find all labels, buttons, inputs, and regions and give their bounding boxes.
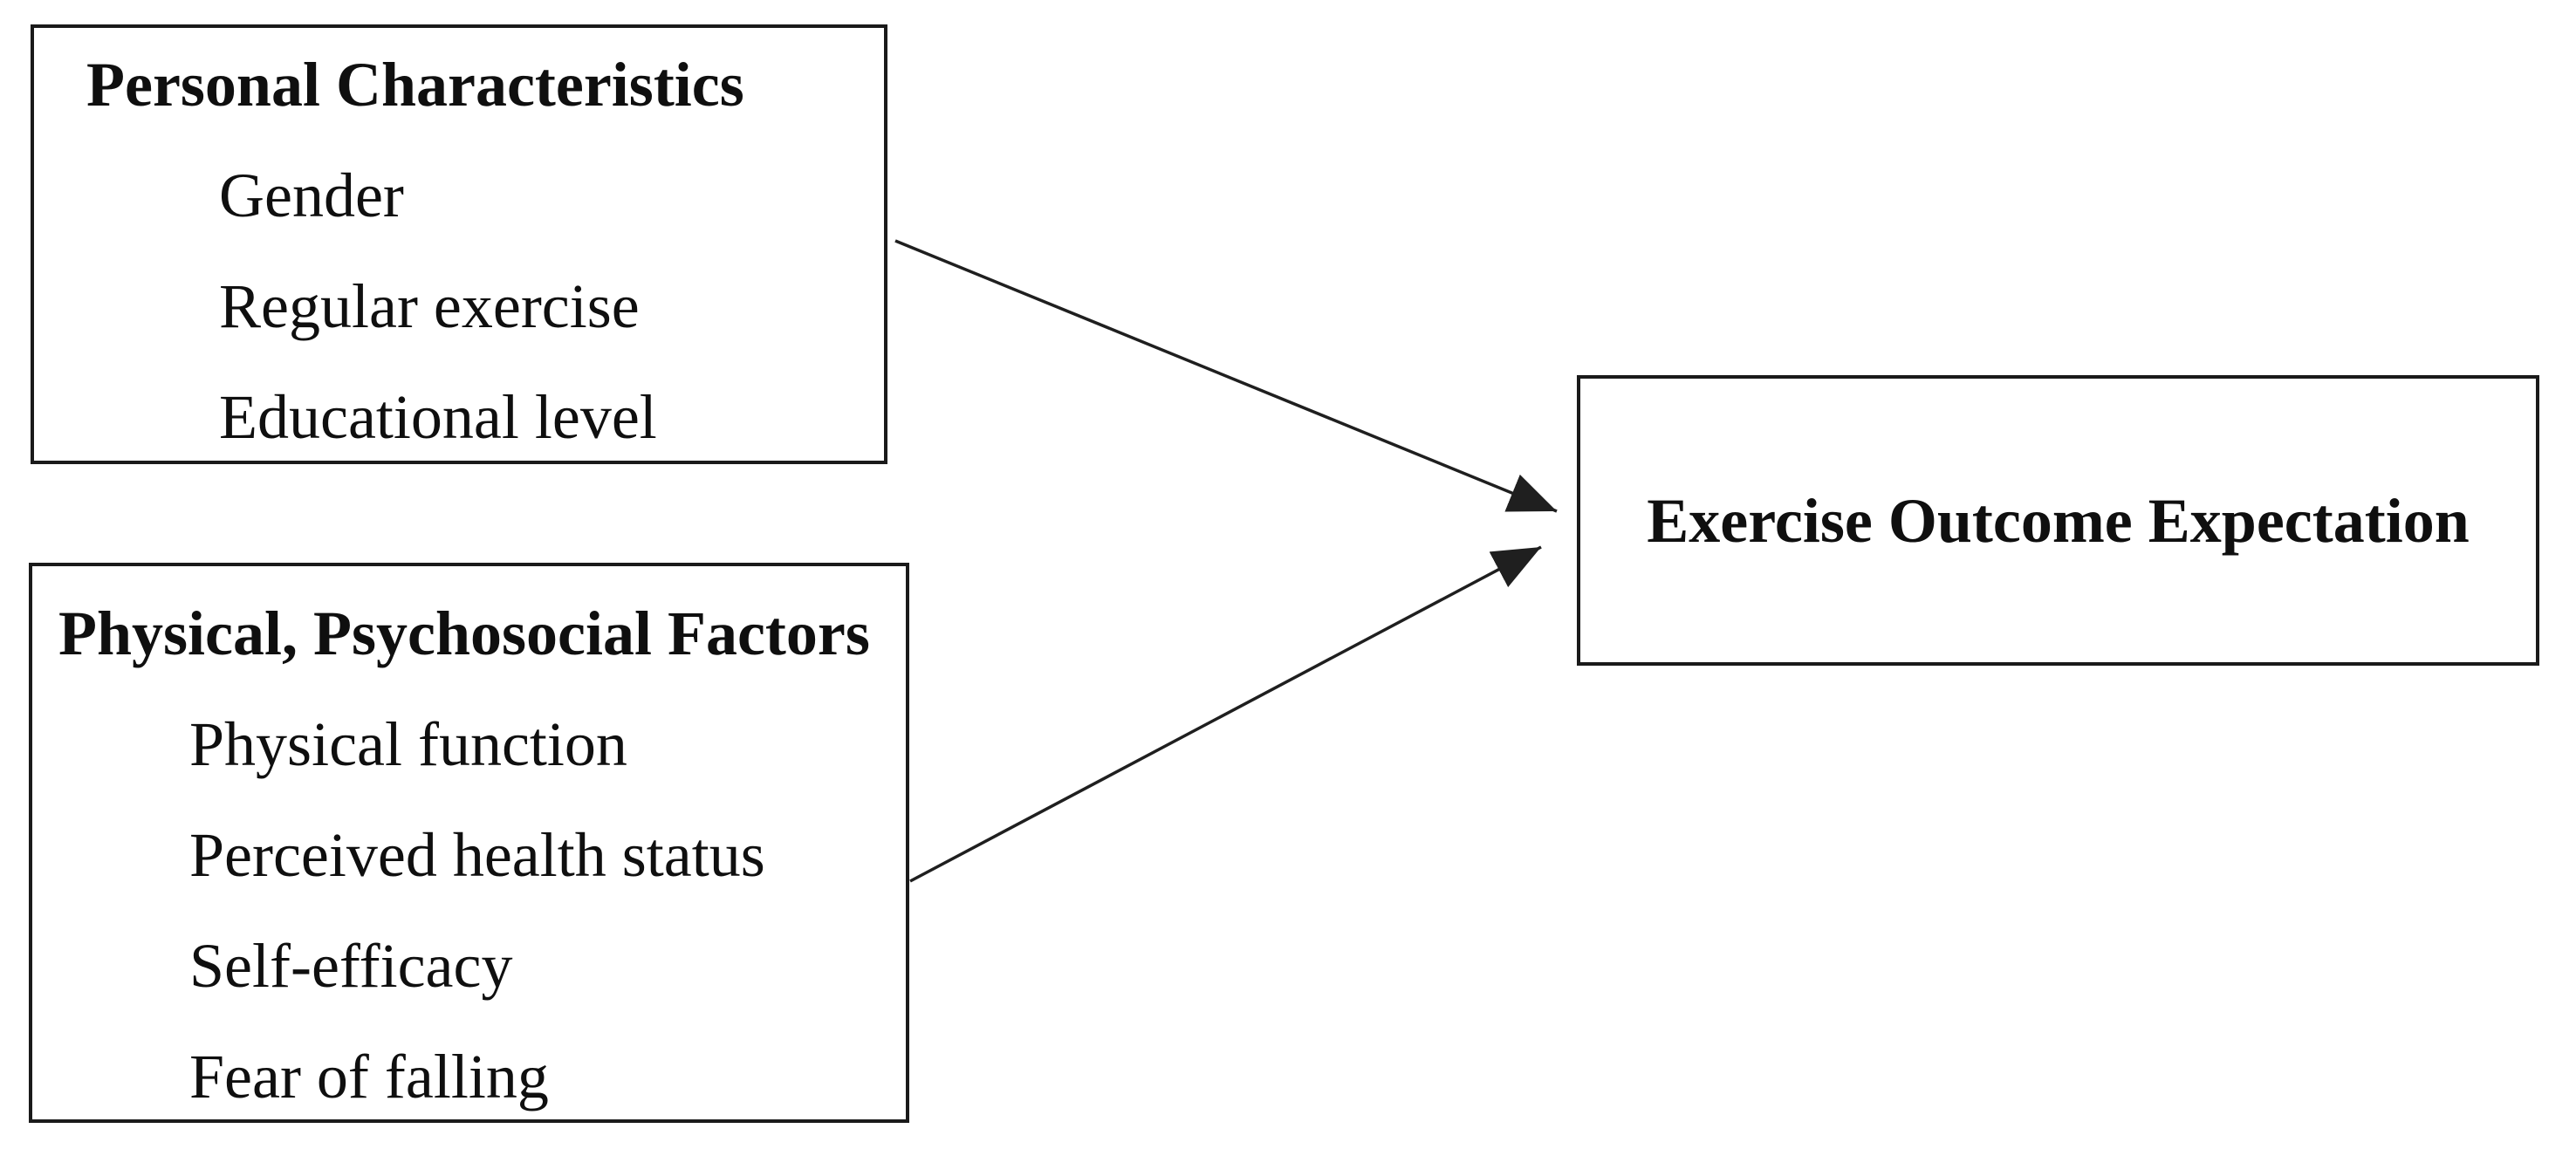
personal-characteristics-title: Personal Characteristics [86, 50, 744, 120]
item-educational-level: Educational level [219, 382, 657, 452]
item-fear-of-falling: Fear of falling [189, 1042, 549, 1112]
exercise-outcome-expectation-box: Exercise Outcome Expectation [1577, 375, 2539, 666]
arrow-personal-to-outcome [894, 239, 1558, 513]
item-physical-function: Physical function [189, 709, 627, 779]
item-perceived-health-status: Perceived health status [189, 820, 765, 890]
item-regular-exercise: Regular exercise [219, 271, 640, 341]
physical-psychosocial-factors-box: Physical, Psychosocial Factors Physical … [29, 563, 909, 1123]
physical-psychosocial-factors-title: Physical, Psychosocial Factors [58, 599, 870, 668]
exercise-outcome-expectation-title: Exercise Outcome Expectation [1647, 485, 2470, 556]
personal-characteristics-box: Personal Characteristics Gender Regular … [31, 24, 887, 464]
item-self-efficacy: Self-efficacy [189, 931, 513, 1001]
item-gender: Gender [219, 161, 404, 230]
arrow-physical-to-outcome [909, 545, 1542, 883]
